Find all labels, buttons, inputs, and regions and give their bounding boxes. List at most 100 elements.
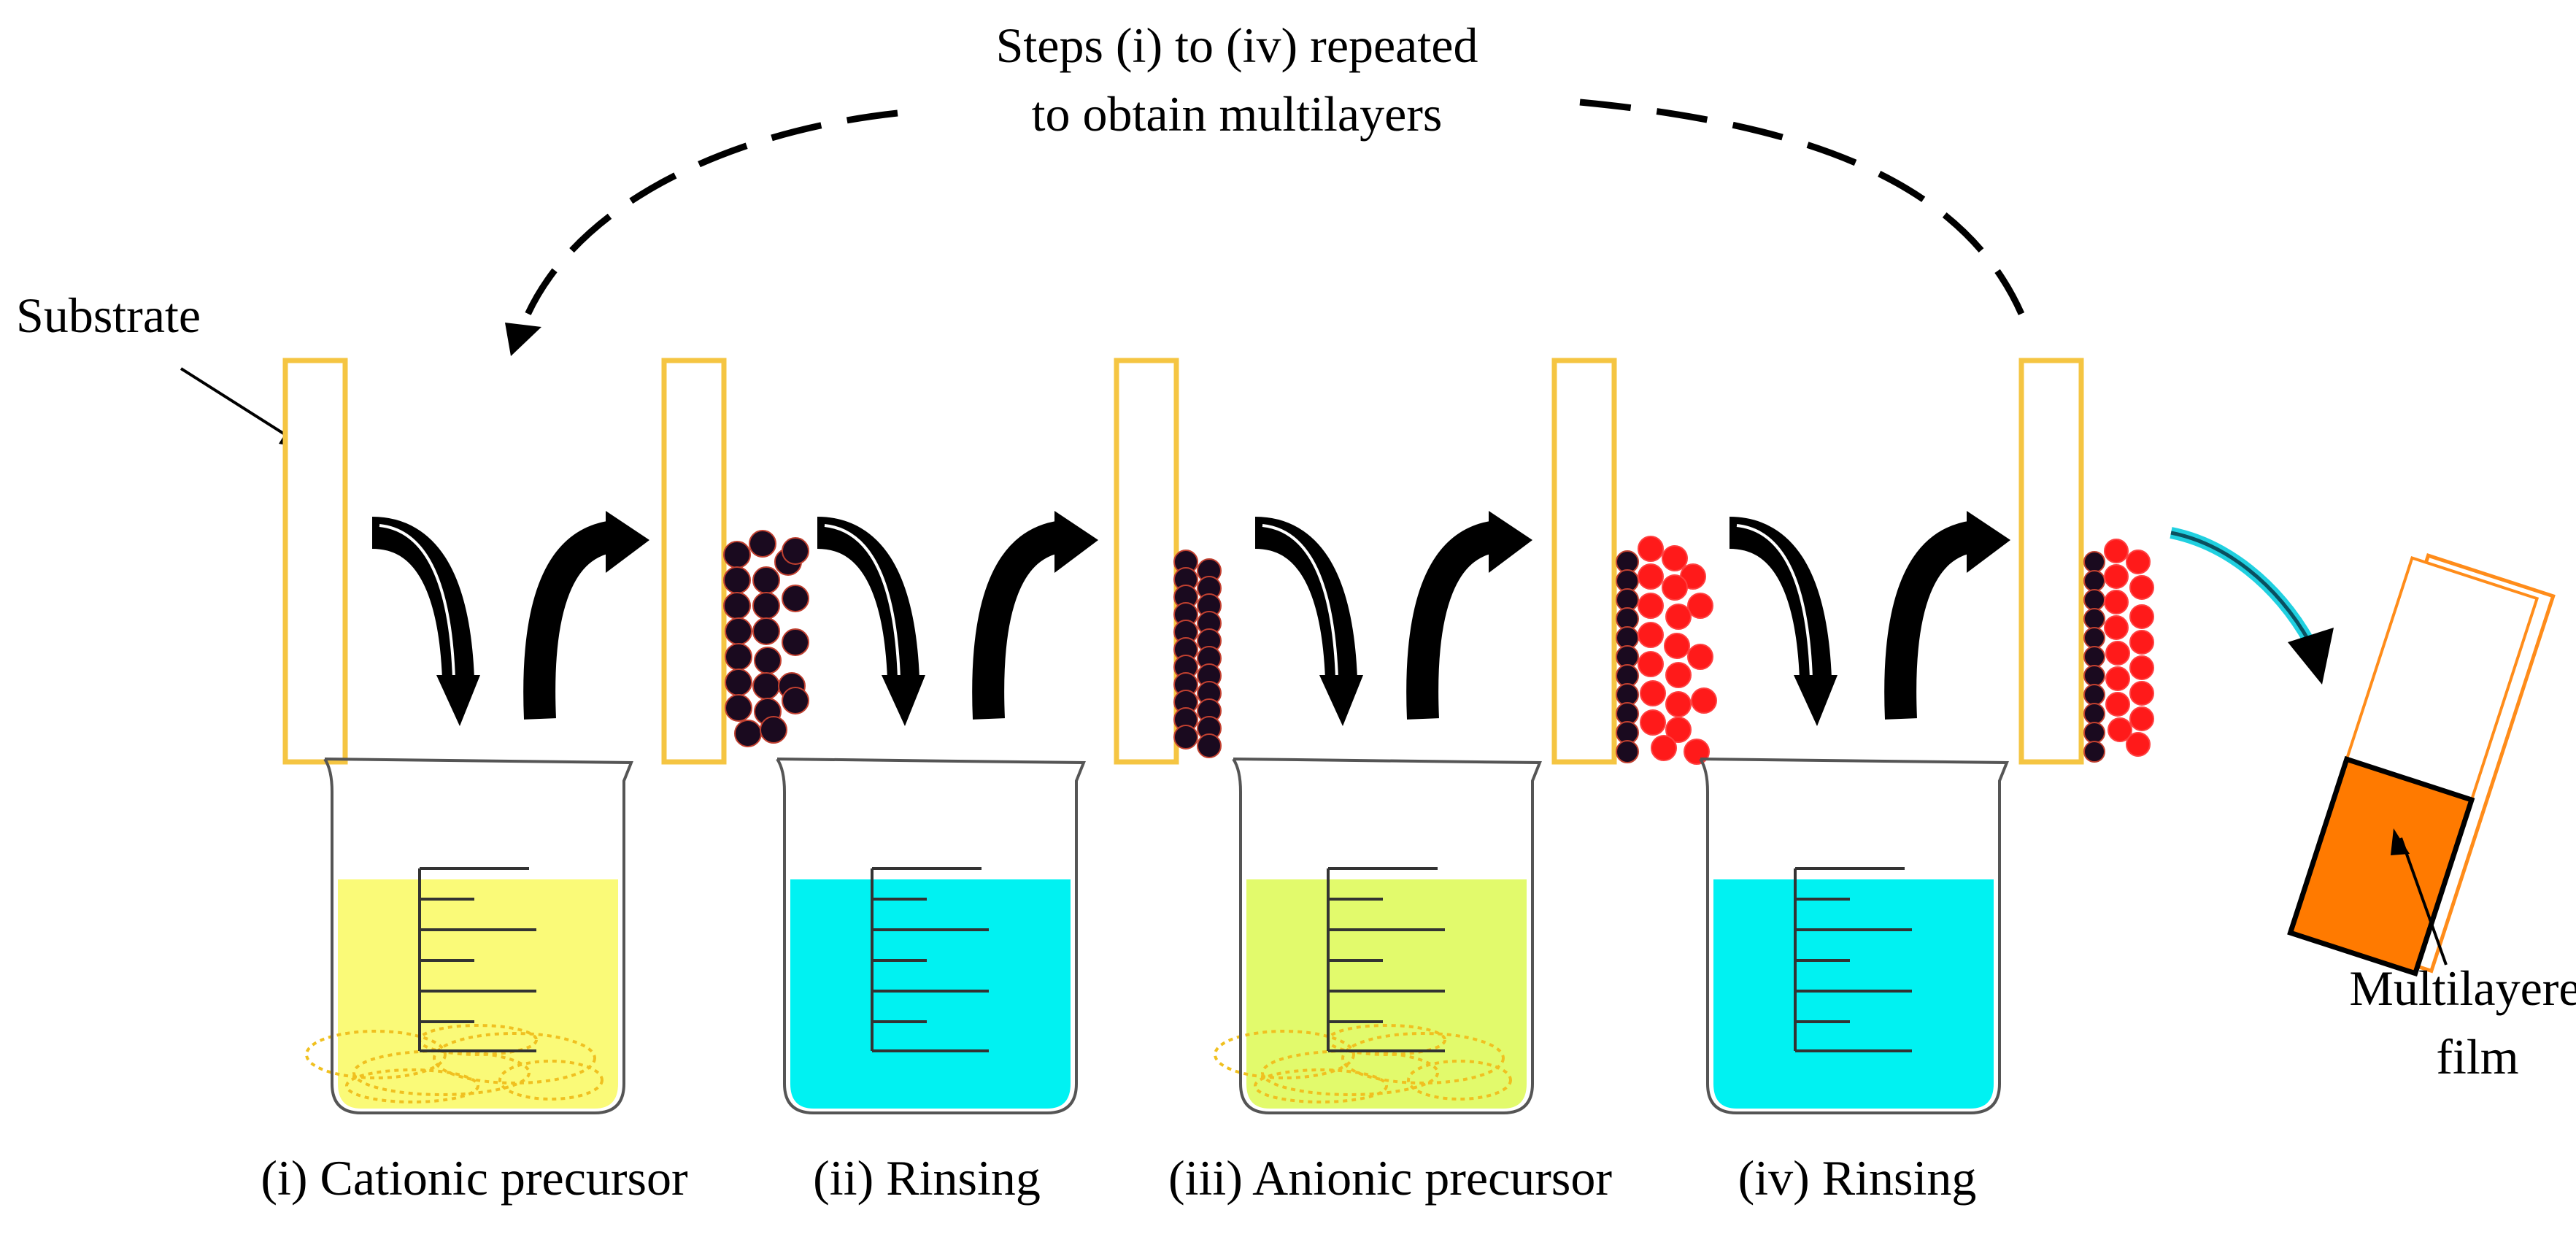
sediment-loop-5 [1407, 1060, 1512, 1101]
slide-4-anion-1 [1638, 536, 1664, 562]
slide-5-anion-15 [2108, 717, 2132, 742]
beaker-1-scale [418, 867, 536, 1052]
beaker-2 [776, 758, 1086, 1114]
sediment-loop-5 [498, 1060, 603, 1101]
sediment-loop-3 [433, 1032, 596, 1084]
withdraw-arrow-4 [1884, 511, 2010, 720]
substrate-slide-3 [1114, 358, 1179, 765]
slide-4-anion-11 [1687, 644, 1713, 670]
slide-2-cation-11 [782, 628, 809, 656]
slide-5-anion-14 [2129, 706, 2154, 731]
slide-5-anion-5 [2104, 590, 2129, 614]
sediment-loop-1 [1214, 1030, 1355, 1079]
slide-5-anion-4 [2129, 575, 2154, 600]
slide-4-anion-17 [1640, 709, 1666, 736]
dip-arrow-head [436, 675, 480, 726]
slide-2-cation-21 [760, 716, 787, 744]
slide-5-cation-8 [2083, 684, 2105, 706]
slide-5-cation-10 [2083, 722, 2105, 744]
slide-5-anion-11 [2105, 666, 2130, 691]
substrate-slide-4 [1551, 358, 1617, 765]
slide-5-cation-11 [2083, 741, 2105, 763]
transfer-arrow-head [2288, 628, 2334, 685]
slide-5-anion-8 [2129, 630, 2154, 655]
dip-arrow-highlight [379, 524, 455, 679]
withdraw-arrow-3 [1406, 511, 1532, 720]
substrate-slide-2 [661, 358, 727, 765]
dip-arrow-1 [371, 517, 480, 726]
withdraw-arrow-head [1967, 511, 2010, 573]
slide-4-anion-13 [1665, 662, 1692, 688]
slide-2-cation-14 [725, 668, 752, 696]
particle-layers [723, 530, 2154, 765]
repeat-arc-right [1579, 99, 2025, 315]
slide-5-anion-2 [2126, 550, 2151, 574]
beaker-1-solution [338, 879, 618, 1109]
slide-4-anion-20 [1651, 735, 1677, 761]
dip-arrow-4 [1728, 517, 1837, 726]
substrate-slide-1 [282, 358, 348, 765]
film-label-line-2: film [2436, 1029, 2519, 1084]
beaker-4-glass [1699, 758, 2009, 1114]
dip-arrow-highlight [1736, 524, 1813, 679]
beaker-1-glass [323, 758, 633, 1114]
slide-4-anion-5 [1662, 574, 1688, 601]
slide-5-anion-1 [2104, 539, 2129, 563]
beaker-1 [305, 758, 633, 1114]
step-label-3: (iii) Anionic precursor [1168, 1150, 1613, 1206]
slide-4-anion-12 [1638, 651, 1664, 677]
sediment-loop-3 [1341, 1032, 1505, 1084]
sediment-loop-4 [1254, 1068, 1388, 1103]
beaker-2-scale [871, 867, 989, 1052]
slide-4-anion-7 [1638, 593, 1664, 619]
dip-arrow-highlight [824, 524, 901, 679]
slide-2-cation-15 [752, 672, 780, 700]
transfer-arrow-core [2170, 531, 2312, 644]
repeat-arc-arrowhead [505, 323, 541, 356]
slide-4-anion-4 [1638, 563, 1664, 590]
slide-2-cation-7 [723, 592, 751, 620]
slide-2-cation-19 [782, 687, 809, 714]
slide-5-cation-4 [2083, 608, 2105, 630]
slide-3-cation-b-11 [1197, 733, 1222, 758]
substrate-label: Substrate [16, 288, 201, 343]
slide-5-anion-12 [2129, 681, 2154, 706]
slide-5-cation-2 [2083, 570, 2105, 592]
slide-2-cation-12 [725, 643, 752, 671]
slide-2-cation-17 [725, 694, 752, 722]
slide-2-cation-2 [749, 530, 776, 558]
slide-2-cation-13 [754, 647, 782, 674]
film-pointer [2399, 837, 2448, 966]
slide-3-cation-a-11 [1173, 725, 1198, 749]
withdraw-arrow-2 [972, 511, 1098, 720]
slide-5-cation-3 [2083, 589, 2105, 611]
dip-arrow-head [1319, 675, 1363, 726]
slide-5-cation-6 [2083, 646, 2105, 668]
withdraw-arrow-1 [523, 511, 649, 720]
dip-arrows [371, 511, 2010, 726]
dip-arrow-highlight [1262, 524, 1338, 679]
withdraw-arrow-body [1884, 520, 1978, 720]
slide-4-anion-8 [1665, 604, 1692, 630]
film-label-line-1: Multilayered [2349, 960, 2576, 1016]
slide-4-anion-10 [1664, 633, 1690, 659]
slide-4-anion-15 [1665, 691, 1692, 717]
repeat-arc-left [518, 109, 898, 330]
repeat-caption-line-1: Steps (i) to (iv) repeated [995, 18, 1478, 73]
slide-5-cation-5 [2083, 627, 2105, 649]
beaker-4 [1699, 758, 2009, 1114]
sediment-loop-1 [305, 1030, 447, 1079]
beaker-4-solution [1713, 879, 1994, 1109]
slide-4-anion-9 [1638, 622, 1664, 648]
withdraw-arrow-head [1054, 511, 1098, 573]
dip-arrow-head [882, 675, 925, 726]
step-label-4: (iv) Rinsing [1738, 1150, 1977, 1206]
slide-2-cation-20 [734, 720, 762, 747]
dip-arrow-head [1794, 675, 1837, 726]
withdraw-arrow-body [1406, 520, 1500, 720]
dip-arrow-3 [1254, 517, 1363, 726]
slide-5-anion-6 [2129, 604, 2154, 629]
slide-4-anion-18 [1665, 717, 1692, 743]
